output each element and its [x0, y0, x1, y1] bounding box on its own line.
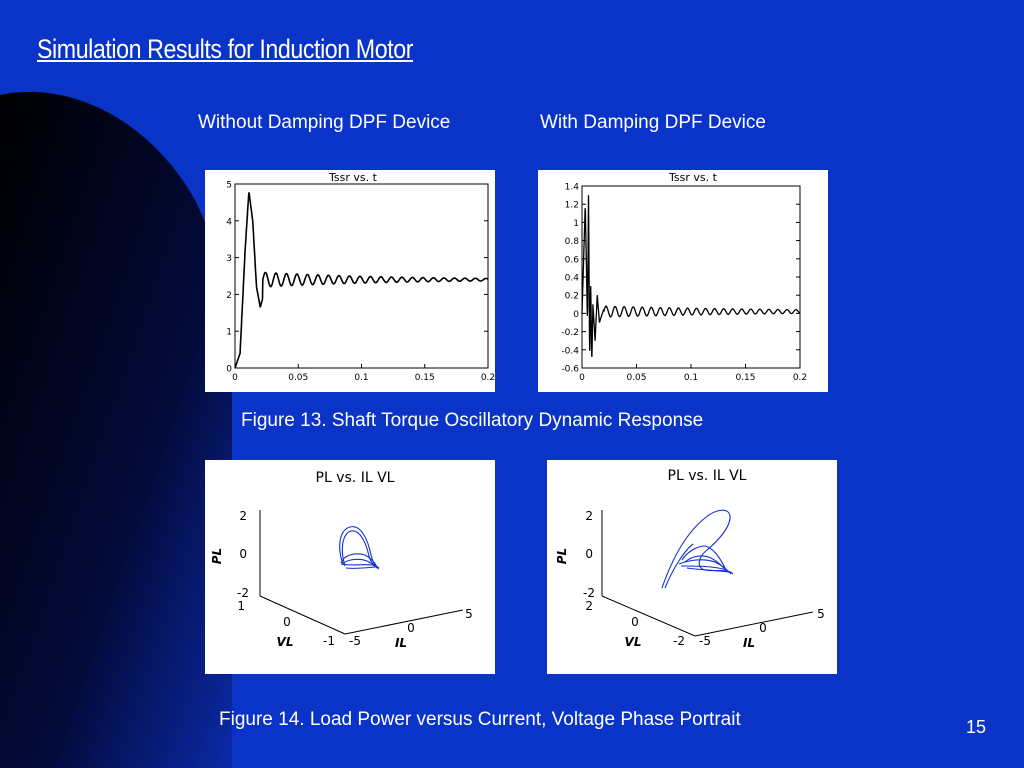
chart-title: Tssr vs. t [328, 171, 378, 184]
y-tick-label: 1.2 [565, 201, 579, 211]
chart-title: Tssr vs. t [668, 171, 718, 184]
phase-portrait-with-damping: PL vs. IL VL 2 0 -2 PL 2 0 -2 VL -5 0 5 … [547, 460, 837, 674]
x-tick-label: 0.2 [481, 373, 495, 383]
x-tick-label: 0.05 [288, 373, 308, 383]
y-tick-label: -0.4 [561, 346, 579, 356]
il-tick: 5 [817, 607, 825, 621]
il-axis-label: IL [395, 636, 407, 650]
phase-portrait-without-damping: PL vs. IL VL 2 0 -2 PL 1 0 -1 VL -5 0 5 … [205, 460, 495, 674]
il-axis [694, 611, 814, 637]
torque-plot-with-damping: Tssr vs. t -0.6 -0.4 -0.2 0 0.2 0.4 0.6 0.8 1 1.2… [538, 170, 828, 392]
pl-axis-label: PL [210, 548, 224, 564]
column-heading-without-damping: Without Damping DPF Device [198, 112, 451, 133]
x-tick-label: 0.1 [354, 373, 368, 383]
plot-frame [234, 183, 489, 369]
y-tick-label: 5 [226, 181, 232, 191]
page-number: 15 [966, 717, 987, 737]
vl-tick: 2 [585, 599, 593, 613]
figure-14-caption: Figure 14. Load Power versus Current, Vo… [219, 709, 741, 730]
il-axis-label: IL [743, 636, 755, 650]
vl-axis-label: VL [625, 635, 642, 649]
il-tick: -5 [699, 634, 711, 648]
data-line [581, 195, 801, 357]
pl-tick: 0 [239, 547, 247, 561]
il-axis [344, 609, 464, 635]
x-tick-label: 0.1 [684, 373, 698, 383]
x-tick-label: 0.15 [415, 373, 435, 383]
chart-title: PL vs. IL VL [668, 468, 747, 484]
y-tick-label: 0.6 [565, 255, 580, 265]
plot-frame [581, 185, 801, 369]
data-line [234, 192, 489, 369]
pl-tick: 0 [585, 547, 593, 561]
column-heading-with-damping: With Damping DPF Device [540, 112, 766, 133]
y-tick-label: 0.4 [565, 274, 580, 284]
pl-axis-label: PL [555, 548, 569, 564]
phase-trajectory [339, 526, 380, 570]
pl-tick: -2 [237, 586, 249, 600]
vl-axis-label: VL [277, 635, 294, 649]
y-tick-label: 2 [226, 291, 232, 301]
pl-tick: -2 [583, 586, 595, 600]
x-tick-label: 0.2 [793, 373, 807, 383]
y-tick-label: -0.6 [561, 365, 579, 375]
x-tick-label: 0.15 [735, 373, 755, 383]
torque-plot-without-damping: Tssr vs. t 0 1 2 3 4 5 0 0.05 0.1 0.15 0.2 [205, 170, 495, 392]
y-tick-label: 0.2 [565, 292, 579, 302]
y-tick-label: 1.4 [565, 183, 580, 193]
vl-axis [601, 595, 696, 637]
y-tick-label: 1 [573, 219, 579, 229]
y-tick-label: 4 [226, 217, 232, 227]
vl-tick: 0 [283, 615, 291, 629]
y-tick-label: 0.8 [565, 237, 580, 247]
il-tick: 0 [407, 621, 415, 635]
y-tick-label: 1 [226, 328, 232, 338]
chart-title: PL vs. IL VL [316, 470, 395, 486]
vl-tick: 1 [237, 599, 245, 613]
vl-tick: 0 [631, 615, 639, 629]
slide-title: Simulation Results for Induction Motor [37, 34, 414, 64]
pl-tick: 2 [239, 509, 247, 523]
il-tick: -5 [349, 634, 361, 648]
vl-tick: -1 [323, 634, 335, 648]
y-tick-label: 0 [573, 310, 579, 320]
vl-tick: -2 [673, 634, 685, 648]
x-tick-label: 0 [232, 373, 238, 383]
x-tick-label: 0.05 [626, 373, 646, 383]
y-tick-label: 3 [226, 254, 232, 264]
il-tick: 5 [465, 607, 473, 621]
y-tick-label: 0 [226, 365, 232, 375]
il-tick: 0 [759, 621, 767, 635]
pl-tick: 2 [585, 509, 593, 523]
y-tick-label: -0.2 [561, 328, 579, 338]
x-tick-label: 0 [579, 373, 585, 383]
figure-13-caption: Figure 13. Shaft Torque Oscillatory Dyna… [241, 410, 704, 431]
vl-axis [259, 595, 346, 635]
phase-trajectory [661, 509, 734, 589]
